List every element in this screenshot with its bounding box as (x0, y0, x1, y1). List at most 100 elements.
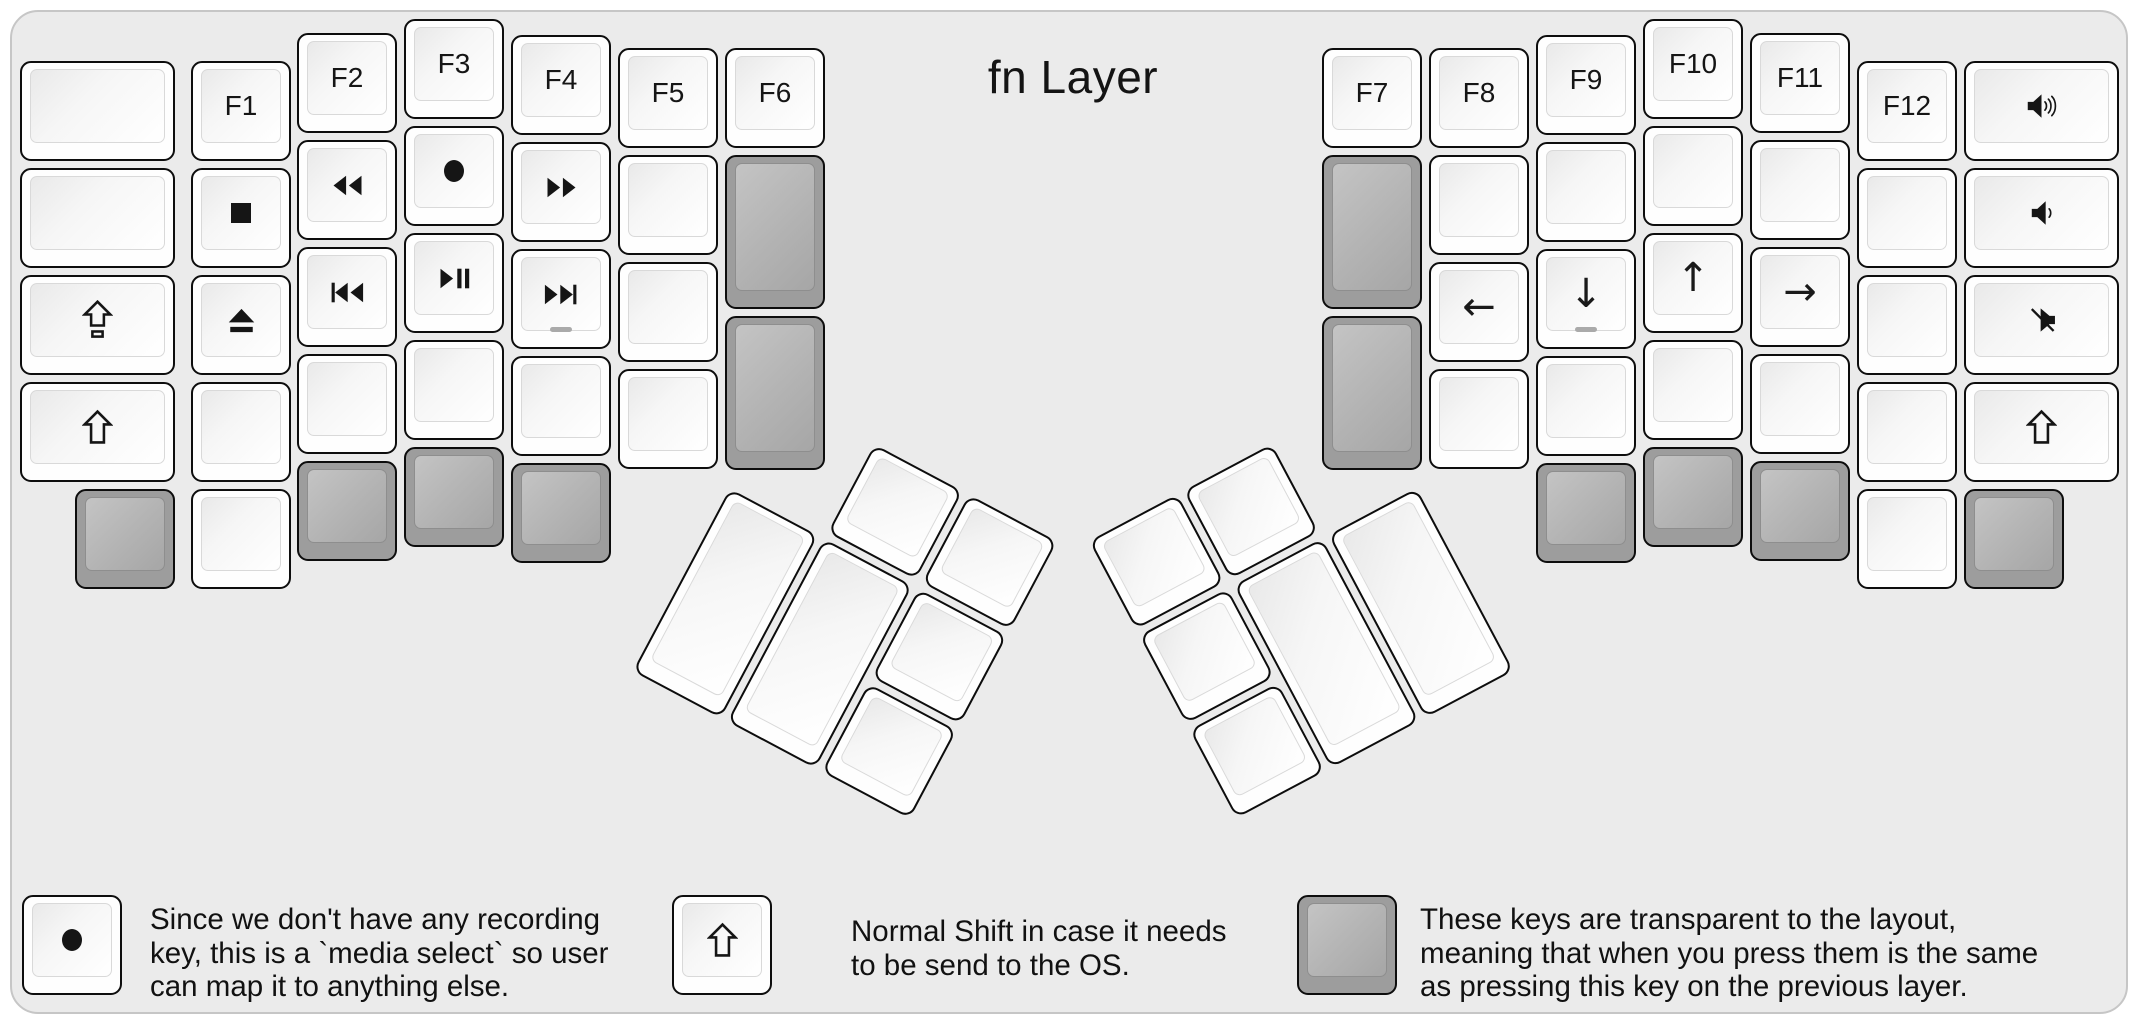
legend-text-transparent: These keys are transparent to the layout… (1420, 903, 2039, 1003)
keycap-surface (628, 163, 708, 237)
vol-down-icon (2029, 199, 2054, 227)
key-transparent[interactable] (297, 461, 397, 561)
keycap-surface: F5 (628, 56, 708, 130)
key-fast-forward[interactable] (511, 142, 611, 242)
key-shift[interactable] (20, 382, 175, 482)
key-transparent[interactable] (404, 447, 504, 547)
key-blank[interactable] (297, 354, 397, 454)
keycap-surface (414, 348, 494, 422)
key-f10[interactable]: F10 (1643, 19, 1743, 119)
key-blank[interactable] (1536, 142, 1636, 242)
key-f4[interactable]: F4 (511, 35, 611, 135)
key-transparent[interactable] (1643, 447, 1743, 547)
key-blank[interactable] (1643, 126, 1743, 226)
keycap-surface (201, 390, 281, 464)
key-transparent[interactable] (75, 489, 175, 589)
key-stop[interactable] (191, 168, 291, 268)
key-prev-track[interactable] (297, 247, 397, 347)
prev-track-icon (330, 282, 364, 303)
key-blank[interactable] (1857, 275, 1957, 375)
caps-lock-icon (82, 300, 113, 340)
key-blank[interactable] (618, 369, 718, 469)
key-caps-lock[interactable] (20, 275, 175, 375)
key-arrow-up[interactable]: ↑ (1643, 233, 1743, 333)
key-blank[interactable] (511, 356, 611, 456)
key-blank[interactable] (1536, 356, 1636, 456)
keycap-surface: F4 (521, 43, 601, 117)
keycap-surface (521, 471, 601, 545)
keycap-surface (521, 150, 601, 224)
key-blank[interactable] (1857, 382, 1957, 482)
keycap-surface: F10 (1653, 27, 1733, 101)
key-shift-example (672, 895, 772, 995)
key-transparent[interactable] (1322, 316, 1422, 470)
key-blank[interactable] (1857, 168, 1957, 268)
key-transparent[interactable] (1322, 155, 1422, 309)
key-blank[interactable] (1643, 340, 1743, 440)
keycap-surface (201, 283, 281, 357)
key-blank[interactable] (1429, 369, 1529, 469)
key-eject[interactable] (191, 275, 291, 375)
keycap-surface: F8 (1439, 56, 1519, 130)
key-f7[interactable]: F7 (1322, 48, 1422, 148)
keycap-surface (521, 364, 601, 438)
key-f2[interactable]: F2 (297, 33, 397, 133)
key-volume-up[interactable] (1964, 61, 2119, 161)
keycap-surface (1760, 148, 1840, 222)
legend-key-transparent (1297, 895, 1397, 995)
keycap-surface: ↑ (1653, 241, 1733, 315)
key-arrow-down[interactable]: ↓ (1536, 249, 1636, 349)
key-blank[interactable] (191, 382, 291, 482)
keycap-surface (1439, 163, 1519, 237)
key-f9[interactable]: F9 (1536, 35, 1636, 135)
key-record[interactable] (404, 126, 504, 226)
keycap-surface (628, 377, 708, 451)
key-mute[interactable] (1964, 275, 2119, 375)
record-icon (61, 928, 83, 952)
key-transparent[interactable] (1964, 489, 2064, 589)
key-blank[interactable] (404, 340, 504, 440)
keycap-surface (682, 903, 762, 977)
stop-icon (231, 203, 251, 223)
key-arrow-left[interactable]: ← (1429, 262, 1529, 362)
key-blank[interactable] (20, 61, 175, 161)
keycap-surface (30, 390, 165, 464)
record-icon (443, 159, 465, 183)
key-next-track[interactable] (511, 249, 611, 349)
key-blank[interactable] (1857, 489, 1957, 589)
keycap-surface (1867, 390, 1947, 464)
keycap-surface: → (1760, 255, 1840, 329)
key-f8[interactable]: F8 (1429, 48, 1529, 148)
key-f5[interactable]: F5 (618, 48, 718, 148)
key-blank[interactable] (618, 155, 718, 255)
key-f12[interactable]: F12 (1857, 61, 1957, 161)
key-transparent[interactable] (1750, 461, 1850, 561)
key-transparent[interactable] (725, 316, 825, 470)
keycap-surface (307, 148, 387, 222)
key-blank[interactable] (1750, 140, 1850, 240)
key-volume-down[interactable] (1964, 168, 2119, 268)
key-blank[interactable] (618, 262, 718, 362)
key-transparent[interactable] (511, 463, 611, 563)
rewind-icon (332, 175, 363, 196)
key-label: F11 (1776, 62, 1824, 93)
keycap-surface (1653, 134, 1733, 208)
key-blank[interactable] (1429, 155, 1529, 255)
key-blank[interactable] (191, 489, 291, 589)
key-play-pause[interactable] (404, 233, 504, 333)
key-blank[interactable] (1750, 354, 1850, 454)
key-arrow-right[interactable]: → (1750, 247, 1850, 347)
key-blank[interactable] (20, 168, 175, 268)
key-f11[interactable]: F11 (1750, 33, 1850, 133)
keycap-surface (1653, 455, 1733, 529)
key-f6[interactable]: F6 (725, 48, 825, 148)
key-transparent[interactable] (1536, 463, 1636, 563)
key-shift[interactable] (1964, 382, 2119, 482)
key-rewind[interactable] (297, 140, 397, 240)
key-label: F2 (330, 62, 364, 93)
keycap-surface (1867, 176, 1947, 250)
key-transparent[interactable] (725, 155, 825, 309)
key-f3[interactable]: F3 (404, 19, 504, 119)
arrow-down-icon: ↓ (1569, 271, 1603, 317)
key-f1[interactable]: F1 (191, 61, 291, 161)
